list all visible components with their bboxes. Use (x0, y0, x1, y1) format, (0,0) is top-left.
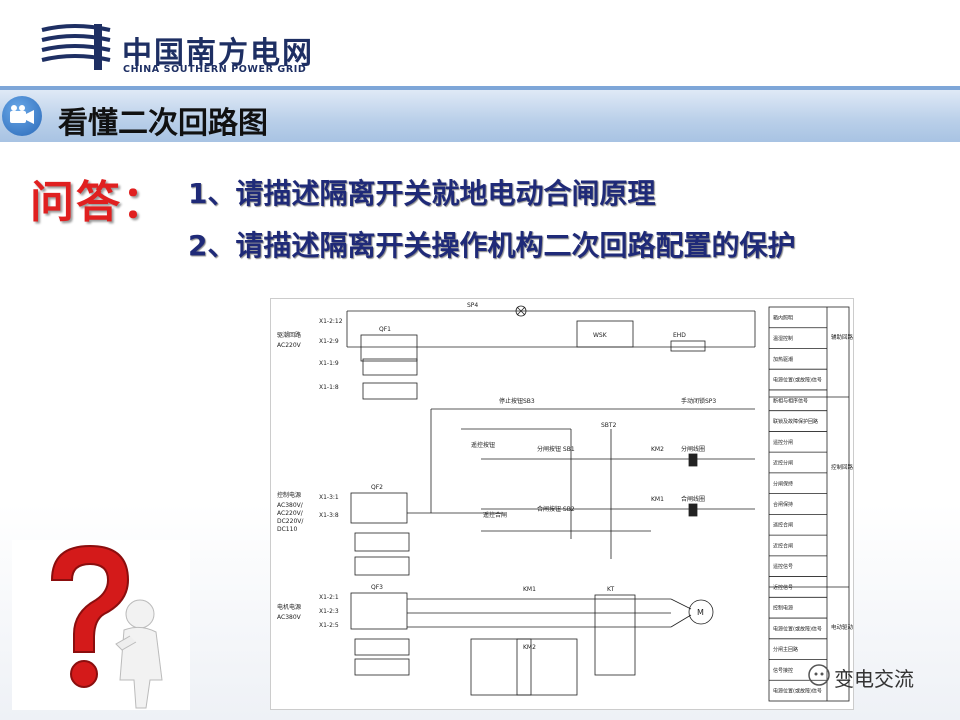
table-row-label: 分闸保持 (773, 480, 793, 487)
qf1-label: QF1 (379, 326, 391, 333)
table-row-label: 遥控合闸 (773, 522, 793, 529)
group-aux: 辅助回路 (831, 333, 853, 341)
motor-label: M (697, 608, 704, 617)
question-1: 1、请描述隔离开关就地电动合闸原理 (188, 177, 656, 210)
close-button-label: 合闸按钮 SB2 (537, 505, 575, 513)
terminal-label: X1-2:12 (319, 318, 343, 325)
question-2: 2、请描述隔离开关操作机构二次回路配置的保护 (188, 229, 796, 262)
terminal-label: X1-2:5 (319, 622, 339, 629)
open-button-label: 分闸按钮 SB1 (537, 445, 575, 453)
qf3-box (350, 592, 408, 630)
qa-label: 问答： (30, 177, 168, 228)
group-control: 控制回路 (831, 463, 853, 471)
ehd-label: EHD (673, 332, 686, 339)
question-mark-icon (50, 544, 130, 653)
label-control-v2: DC220V/ (277, 518, 304, 525)
km1-label: KM1 (651, 496, 664, 503)
table-row-label: 近控信号 (773, 584, 793, 591)
motor-symbol (688, 599, 714, 625)
km2-motor-label: KM2 (523, 644, 536, 651)
table-row-label: 控制电源 (773, 605, 793, 612)
header-divider (0, 86, 960, 90)
label-drive-voltage: AC220V (277, 342, 302, 349)
watermark-text: 变电交流 (834, 667, 914, 691)
qf1-box (360, 334, 418, 362)
kt-label: KT (607, 586, 614, 593)
brand-name-en: CHINA SOUTHERN POWER GRID (123, 64, 307, 75)
label-motor-power: 电机电源 (277, 603, 301, 611)
label-control-v3: DC110 (277, 526, 297, 533)
sp4-label: SP4 (467, 302, 478, 309)
function-table (768, 306, 850, 702)
terminal-label: X1-3:8 (319, 512, 339, 519)
circuit-diagram: 驱潮回路 AC220V 控制电源 AC380V/ AC220V/ DC220V/… (270, 298, 865, 710)
group-motor: 电动驱动回路 (831, 623, 853, 631)
table-row-label: 电源位置(或故障)信号 (773, 688, 822, 695)
stop-button-label: 停止按钮SB3 (499, 397, 535, 405)
wsk-label: WSK (593, 332, 608, 339)
question-mark-figure (12, 540, 190, 710)
qf2-label: QF2 (371, 484, 383, 491)
remote-close-label: 遥控合闸 (483, 511, 507, 519)
wsk-box (576, 320, 634, 348)
label-control-v1: AC220V/ (277, 510, 304, 517)
label-control-v0: AC380V/ (277, 502, 304, 509)
table-row-label: 加热驱潮 (773, 356, 793, 363)
terminal-label: X1-1:9 (319, 360, 339, 367)
table-row-label: 电源位置(或故障)信号 (773, 377, 822, 384)
km1-motor-label: KM1 (523, 586, 536, 593)
brand-name-cn: 中国南方电网 (122, 36, 314, 71)
table-row-label: 温湿控制 (773, 335, 793, 342)
remote-control-label: 遥控按钮 (471, 441, 495, 449)
terminal-label: X1-3:1 (319, 494, 339, 501)
label-control-power: 控制电源 (277, 491, 301, 499)
qf3-label: QF3 (371, 584, 383, 591)
table-row-label: 遥控信号 (773, 563, 793, 570)
table-row-label: 近控分闸 (773, 460, 793, 467)
terminal-label: X1-1:8 (319, 384, 339, 391)
table-row-label: 近控合闸 (773, 542, 793, 549)
grid-logo-icon (41, 24, 111, 70)
ehd-heater (670, 340, 706, 352)
qf2-box (350, 492, 408, 524)
logo-bar (0, 0, 960, 86)
table-row-label: 断相与相序信号 (773, 397, 808, 404)
terminal-label: X1-2:9 (319, 338, 339, 345)
terminal-label: X1-2:1 (319, 594, 339, 601)
km2-label: KM2 (651, 446, 664, 453)
table-row-label: 信号接控 (773, 667, 793, 674)
open-coil-label: 分闸线圈 (681, 445, 705, 453)
label-motor-voltage: AC380V (277, 614, 302, 621)
table-row-label: 合闸保持 (773, 501, 793, 508)
table-row-label: 电源位置(或故障)信号 (773, 625, 822, 632)
sbt2-label: SBT2 (601, 422, 617, 429)
page-title: 看懂二次回路图 (58, 106, 268, 141)
title-band (0, 90, 960, 142)
manual-lock-label: 手动闭锁SP3 (681, 397, 716, 405)
table-row-label: 遥控分闸 (773, 439, 793, 446)
video-camera-icon (2, 96, 42, 136)
label-drive-loop: 驱潮回路 (277, 331, 301, 339)
wechat-icon (808, 664, 830, 690)
terminal-label: X1-2:3 (319, 608, 339, 615)
table-row-label: 联锁及故障保护回路 (773, 418, 818, 425)
close-coil-label: 合闸线圈 (681, 495, 705, 503)
table-row-label: 箱内照明 (773, 314, 793, 321)
table-row-label: 分闸主回路 (773, 646, 798, 653)
